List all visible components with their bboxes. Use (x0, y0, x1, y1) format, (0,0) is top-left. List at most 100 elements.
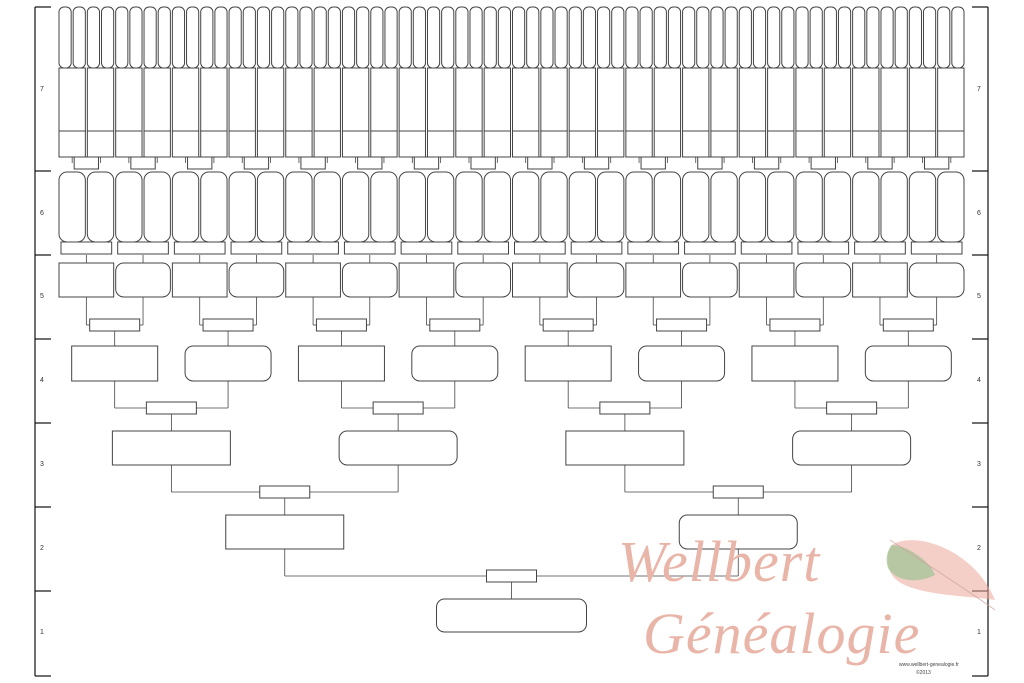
gen7-detail-box (908, 67, 937, 132)
gen7-marriage-box (413, 156, 440, 170)
gen7-detail-box (568, 67, 597, 132)
gen6-person-box (398, 171, 426, 243)
gen6-person-box (880, 171, 908, 243)
gen7-date-box (767, 130, 795, 158)
generation-label-left: 6 (40, 210, 44, 217)
gen7-name-box (667, 6, 682, 69)
gen7-date-box (341, 130, 370, 158)
gen4-marriage-box (656, 318, 708, 332)
gen5-person-box (58, 262, 115, 298)
gen7-detail-box (852, 67, 880, 132)
gen7-date-box (200, 130, 228, 158)
gen6-marriage-box (287, 241, 339, 255)
gen6-person-box (568, 171, 597, 243)
gen7-marriage-box (810, 156, 836, 170)
gen7-name-box (752, 6, 767, 69)
gen6-person-box (58, 171, 86, 243)
gen6-person-box (370, 171, 398, 243)
gen6-person-box (795, 171, 823, 243)
gen7-name-box (625, 6, 639, 69)
gen7-name-box (597, 6, 611, 69)
gen6-marriage-box (740, 241, 793, 255)
generation-label-right: 6 (977, 210, 981, 217)
gen7-date-box (795, 130, 823, 158)
gen3-marriage-box (826, 401, 878, 415)
gen7-name-box (483, 6, 497, 69)
gen7-detail-box (58, 67, 86, 132)
gen4-person-box (184, 345, 272, 382)
gen5-person-box (568, 262, 625, 298)
generation-label-right: 1 (977, 629, 981, 636)
gen7-marriage-box (527, 156, 553, 170)
gen4-marriage-box (882, 318, 934, 332)
gen7-detail-box (200, 67, 228, 132)
gen5-person-box (795, 262, 852, 298)
gen7-name-box (568, 6, 582, 69)
gen4-marriage-box (542, 318, 594, 332)
gen6-person-box (228, 171, 256, 243)
gen7-name-box (512, 6, 526, 69)
gen7-date-box (285, 130, 313, 158)
generation-label-left: 5 (40, 293, 44, 300)
gen7-date-box (823, 130, 852, 158)
gen7-name-box (540, 6, 554, 69)
gen6-person-box (115, 171, 143, 243)
gen7-date-box (710, 130, 738, 158)
gen7-marriage-box (243, 156, 270, 170)
watermark-subtitle: Généalogie (643, 601, 921, 666)
gen7-name-box (469, 6, 483, 69)
gen3-marriage-box (372, 401, 424, 415)
gen5-person-box (455, 262, 511, 298)
gen6-person-box (313, 171, 341, 243)
gen3-person-box (565, 430, 685, 466)
gen4-marriage-box (315, 318, 367, 332)
gen7-marriage-box (867, 156, 893, 170)
gen6-marriage-box (854, 241, 906, 255)
gen5-person-box (738, 262, 795, 298)
gen6-marriage-box (173, 241, 226, 255)
gen7-name-box (186, 6, 200, 69)
gen7-date-box (115, 130, 143, 158)
gen7-name-box (58, 6, 72, 69)
leaf-logo-icon (886, 539, 996, 611)
gen5-person-box (682, 262, 738, 298)
gen7-detail-box (285, 67, 313, 132)
gen6-person-box (767, 171, 795, 243)
gen7-name-box (356, 6, 370, 69)
gen7-date-box (426, 130, 455, 158)
gen7-name-box (951, 6, 965, 69)
gen7-name-box (86, 6, 101, 69)
gen3-person-box (338, 430, 458, 466)
gen7-marriage-box (73, 156, 100, 170)
gen6-marriage-box (514, 241, 566, 255)
gen7-detail-box (767, 67, 795, 132)
generation-rulers (34, 6, 989, 677)
gen7-date-box (625, 130, 653, 158)
gen7-name-box (313, 6, 327, 69)
gen7-name-box (129, 6, 143, 69)
gen5-person-box (625, 262, 682, 298)
gen6-marriage-box (343, 241, 396, 255)
gen7-detail-box (682, 67, 710, 132)
gen7-name-box (823, 6, 837, 69)
generation-label-right: 5 (977, 293, 981, 300)
gen7-name-box (837, 6, 852, 69)
gen6-person-box (86, 171, 115, 243)
gen7-name-box (412, 6, 426, 69)
gen5-person-box (512, 262, 568, 298)
gen6-person-box (937, 171, 965, 243)
gen7-marriage-box (187, 156, 213, 170)
gen7-name-box (738, 6, 752, 69)
gen5-person-box (115, 262, 171, 298)
gen6-person-box (256, 171, 285, 243)
gen7-name-box (157, 6, 171, 69)
gen7-name-box (115, 6, 129, 69)
gen7-detail-box (795, 67, 823, 132)
gen7-date-box (852, 130, 880, 158)
gen7-date-box (228, 130, 256, 158)
gen7-detail-box (738, 67, 767, 132)
gen7-detail-box (313, 67, 341, 132)
gen6-person-box (540, 171, 568, 243)
gen4-person-box (638, 345, 726, 382)
